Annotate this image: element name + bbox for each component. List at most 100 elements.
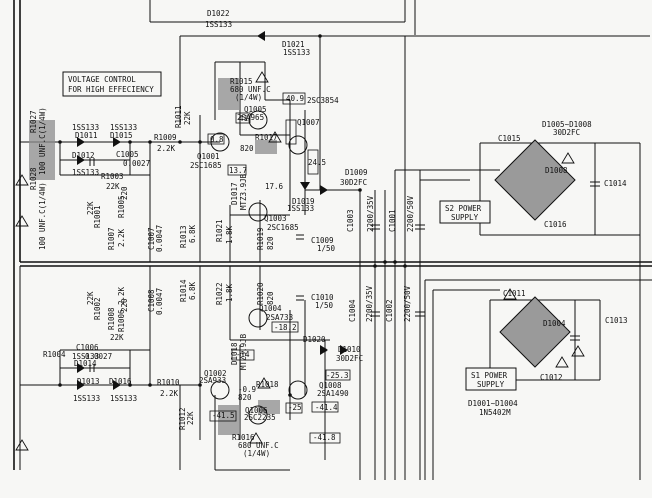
label-c1001: C1001	[388, 209, 397, 232]
diodes	[77, 31, 348, 390]
label-in5402m: 1N5402M	[479, 408, 511, 417]
label-r1011: R1011	[174, 105, 183, 128]
voltage-control-line1: VOLTAGE CONTROL	[68, 75, 136, 84]
label-r1001: R1001	[93, 205, 102, 228]
label-d1021-part: 1SS133	[283, 48, 310, 57]
label-d1020: D1020	[303, 335, 326, 344]
label-q1007: Q1007	[297, 118, 320, 127]
label-d1018-part: MTZ3.9JB	[239, 333, 248, 370]
label-r1020: R1020	[256, 282, 265, 305]
warning-icon	[15, 439, 29, 451]
label-d1008: D1008	[545, 166, 568, 175]
wiring	[13, 0, 652, 480]
label-r1009-val: 2.2K	[157, 144, 176, 153]
label-r1015: R1015	[230, 77, 253, 86]
label-r1022-val: 1.8K	[225, 283, 234, 302]
label-d1014: D1014	[74, 359, 97, 368]
label-c1003-val: 2200/35V	[366, 195, 375, 232]
label-ss-a: 1SS133	[72, 123, 99, 132]
label-q1004-part: 2SA733	[266, 313, 293, 322]
s1-power-line1: S1 POWER	[471, 371, 508, 380]
label-c1013: C1013	[605, 316, 628, 325]
label-d1022-part: 1SS133	[205, 20, 232, 29]
label-r1008-val: 2.2K	[117, 286, 126, 305]
label-r1021-val: 1.8K	[225, 225, 234, 244]
warning-icon	[555, 356, 569, 368]
voltage-control-line2: FOR HIGH EFFECIENCY	[68, 85, 154, 94]
label-c1004-val: 2200/35V	[365, 285, 374, 322]
label-r1006-val: 220	[120, 298, 129, 312]
label-d1015: D1015	[110, 131, 133, 140]
label-d1011: D1011	[75, 131, 98, 140]
label-r1011-val: 22K	[183, 111, 192, 125]
label-v245: 24.5	[308, 158, 326, 167]
label-r1006: R1006	[117, 309, 126, 332]
label-q1004: Q1004	[259, 304, 282, 313]
label-r1003: R1003	[101, 172, 124, 181]
label-d1018: D1018	[230, 342, 239, 365]
label-c1001-val: 2200/50V	[406, 195, 415, 232]
label-d1022: D1022	[207, 9, 230, 18]
fusible-resistors	[29, 78, 280, 435]
label-r1008: R1008	[107, 307, 116, 330]
label-vm253: -25.3	[326, 371, 349, 380]
warning-icon	[571, 345, 585, 357]
warning-icon	[503, 288, 517, 300]
label-d1017: D1017	[230, 182, 239, 205]
label-r1015-val: 680 UNF.C	[230, 85, 271, 94]
label-vm415: -41.5	[212, 411, 235, 420]
label-q1007-part: 2SC3854	[307, 96, 339, 105]
label-q1008: Q1008	[319, 381, 342, 390]
label-r1016-val: 680 UNF.C	[238, 441, 279, 450]
warning-icon	[15, 174, 29, 186]
label-r1013: R1013	[179, 225, 188, 248]
label-ss-f: 1SS133	[110, 394, 137, 403]
label-r1028-val: 100 UNF.C(1/4W)	[38, 182, 47, 250]
warning-icon	[257, 377, 271, 389]
label-c1011: C1011	[503, 289, 526, 298]
label-r1017: R1017	[255, 133, 278, 142]
label-c1010-val: 1/50	[315, 301, 334, 310]
label-r1028: R1028	[29, 167, 38, 190]
label-c1003: C1003	[346, 209, 355, 232]
label-q1008-part: 2SA1490	[317, 389, 349, 398]
label-d1009: D1009	[345, 168, 368, 177]
voltage-boxes	[207, 92, 351, 444]
warning-icon	[268, 131, 282, 143]
warning-triangles	[15, 71, 585, 451]
label-vm418: -41.8	[313, 433, 336, 442]
label-r1017-val: 820	[240, 144, 254, 153]
label-v41: 41	[239, 114, 248, 123]
label-c1016: C1016	[544, 220, 567, 229]
label-r1027-val: 100 UNF.C(1/4W)	[38, 107, 47, 175]
capacitors	[89, 158, 600, 372]
label-q1003-part: 2SC1685	[267, 223, 299, 232]
label-r1004: R1004	[43, 350, 66, 359]
label-d30d2fc-top: 30D2FC	[553, 128, 580, 137]
label-r1018-val: 820	[238, 393, 252, 402]
label-vm09: -0.9	[238, 385, 256, 394]
label-q1002: Q1002	[204, 369, 227, 378]
label-ss-b: 1SS133	[110, 123, 137, 132]
label-q1005: Q1005	[244, 105, 267, 114]
label-vm14: -14	[236, 350, 250, 359]
s2-power-supply-box: S2 POWER SUPPLY	[439, 200, 491, 224]
label-d1001-d1004: D1001~D1004	[468, 399, 518, 408]
label-d1013: D1013	[77, 377, 100, 386]
label-r1012-val: 22K	[186, 411, 195, 425]
label-r1009: R1009	[154, 133, 177, 142]
label-r1016: R1016	[232, 433, 255, 442]
label-v137: 13.7	[229, 166, 247, 175]
label-ss-d: 1SS133	[72, 352, 99, 361]
label-r1003-val: 22K	[106, 182, 120, 191]
junctions	[58, 34, 407, 397]
label-c1002: C1002	[385, 299, 394, 322]
s1-power-line2: SUPPLY	[477, 380, 505, 389]
label-r1001-val: 22K	[86, 201, 95, 215]
label-d1017-part: MTZ3.9JB	[239, 173, 248, 210]
label-ss-c: 1SS133	[72, 168, 99, 177]
s1-power-supply-box: S1 POWER SUPPLY	[465, 367, 517, 391]
label-r1010: R1010	[157, 378, 180, 387]
